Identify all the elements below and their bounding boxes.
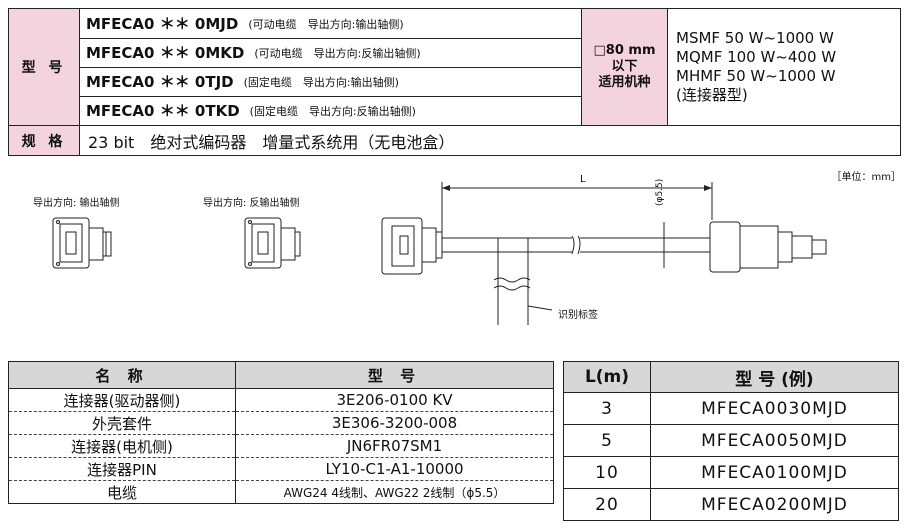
part-name: 电缆	[8, 480, 236, 504]
model-note: (可动电缆 导出方向:反输出轴侧)	[254, 46, 421, 60]
length-model: MFECA0100MJD	[650, 456, 899, 489]
connector-output-side-icon	[52, 217, 112, 269]
unit-label: ［单位：mm］	[831, 172, 901, 183]
model-row: MFECA0 ＊＊ 0TJD (固定电缆 导出方向:输出轴侧)	[80, 67, 580, 96]
parts-header-model: 型 号	[235, 361, 554, 389]
applicable-below: 以下	[611, 59, 638, 74]
model-row: MFECA0 ＊＊ 0MKD (可动电缆 导出方向:反输出轴侧)	[80, 38, 580, 67]
part-model: 3E206-0100 KV	[235, 388, 554, 412]
table-row: 外壳套件 3E306-3200-008	[8, 411, 554, 435]
motor-item: MSMF 50 W~1000 W	[676, 29, 834, 47]
applicable-label: □80 mm 以下 适用机种	[582, 9, 667, 125]
length-value: 5	[563, 424, 651, 457]
applicable-motors: MSMF 50 W~1000 W MQMF 100 W~400 W MHMF 5…	[668, 9, 900, 125]
view-reverse-label: 导出方向: 反输出轴侧	[203, 198, 300, 209]
table-row: 10 MFECA0100MJD	[563, 456, 899, 489]
spec-table: 型 号 规 格 MFECA0 ＊＊ 0MJD (可动电缆 导出方向:输出轴侧) M…	[8, 8, 901, 156]
parts-header-row: 名 称 型 号	[8, 361, 554, 389]
part-name: 连接器(驱动器侧)	[8, 388, 236, 412]
spec-label: 规 格	[9, 126, 79, 155]
motor-item: (连接器型)	[676, 86, 748, 104]
part-model: LY10-C1-A1-10000	[235, 457, 554, 481]
model-code: MFECA0 ＊＊ 0MJD	[86, 15, 239, 33]
model-note: (可动电缆 导出方向:输出轴侧)	[248, 17, 404, 31]
length-model: MFECA0050MJD	[650, 424, 899, 457]
length-header-model: 型 号 (例)	[650, 361, 899, 393]
model-row: MFECA0 ＊＊ 0TKD (固定电缆 导出方向:反输出轴侧)	[80, 96, 580, 125]
model-row: MFECA0 ＊＊ 0MJD (可动电缆 导出方向:输出轴侧)	[80, 9, 580, 38]
part-model: AWG24 4线制、AWG22 2线制（ϕ5.5）	[235, 480, 554, 504]
cable-assembly-icon	[381, 182, 827, 325]
table-row: 连接器PIN LY10-C1-A1-10000	[8, 457, 554, 481]
spec-value: 23 bit 绝对式编码器 增量式系统用（无电池盒）	[88, 132, 455, 152]
part-model: 3E306-3200-008	[235, 411, 554, 435]
part-name: 外壳套件	[8, 411, 236, 435]
applicable-size: □80 mm	[593, 43, 656, 58]
table-row: 连接器(电机侧) JN6FR07SM1	[8, 434, 554, 458]
connector-reverse-side-icon	[244, 217, 301, 269]
length-table: L(m) 型 号 (例) 3 MFECA0030MJD 5 MFECA0050M…	[563, 361, 899, 521]
table-row: 20 MFECA0200MJD	[563, 488, 899, 521]
length-value: 20	[563, 488, 651, 521]
applicable-models-label: 适用机种	[598, 75, 651, 90]
model-label: 型 号	[9, 9, 79, 125]
length-value: 3	[563, 392, 651, 425]
length-header-row: L(m) 型 号 (例)	[563, 361, 899, 393]
motor-item: MQMF 100 W~400 W	[676, 48, 837, 66]
table-row: 5 MFECA0050MJD	[563, 424, 899, 457]
table-row: 连接器(驱动器侧) 3E206-0100 KV	[8, 388, 554, 412]
cable-drawing	[52, 182, 827, 325]
length-model: MFECA0200MJD	[650, 488, 899, 521]
id-tag-label: 识别标签	[558, 310, 598, 321]
dimension-l-label: L	[580, 174, 586, 185]
motor-item: MHMF 50 W~1000 W	[676, 67, 836, 85]
table-row: 3 MFECA0030MJD	[563, 392, 899, 425]
part-name: 连接器(电机侧)	[8, 434, 236, 458]
model-code: MFECA0 ＊＊ 0TKD	[86, 102, 240, 120]
part-model: JN6FR07SM1	[235, 434, 554, 458]
model-code: MFECA0 ＊＊ 0TJD	[86, 73, 234, 91]
table-row: 电缆 AWG24 4线制、AWG22 2线制（ϕ5.5）	[8, 480, 554, 504]
view-output-label: 导出方向: 输出轴侧	[33, 198, 120, 209]
model-code: MFECA0 ＊＊ 0MKD	[86, 44, 245, 62]
parts-header-name: 名 称	[8, 361, 236, 389]
length-model: MFECA0030MJD	[650, 392, 899, 425]
model-note: (固定电缆 导出方向:输出轴侧)	[243, 75, 399, 89]
length-header-l: L(m)	[563, 361, 651, 393]
part-name: 连接器PIN	[8, 457, 236, 481]
length-value: 10	[563, 456, 651, 489]
parts-table: 名 称 型 号 连接器(驱动器侧) 3E206-0100 KV 外壳套件 3E3…	[8, 361, 554, 504]
model-note: (固定电缆 导出方向:反输出轴侧)	[249, 104, 416, 118]
